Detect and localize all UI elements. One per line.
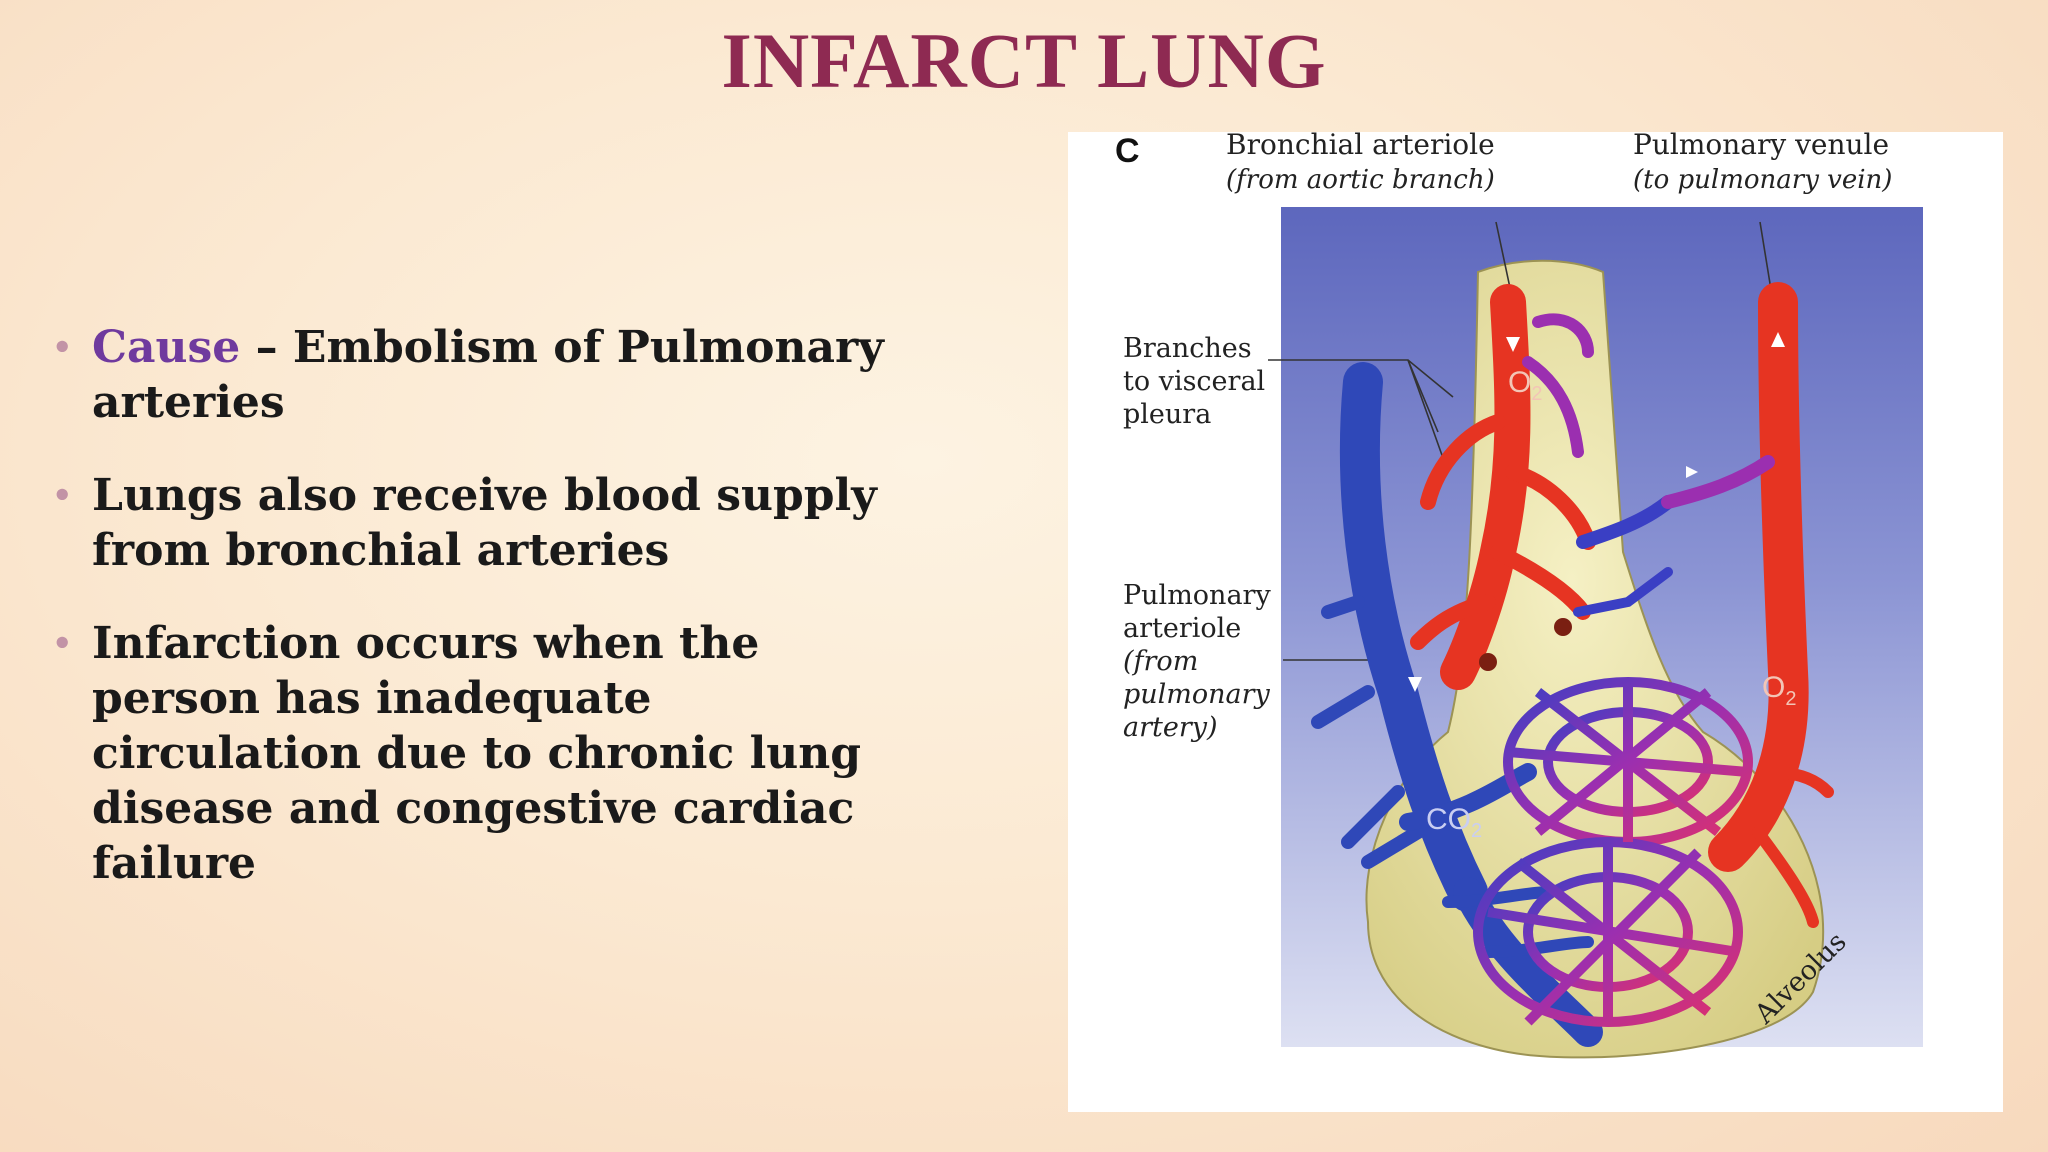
pulmonary-venule-label: Pulmonary venule [1633,132,1889,161]
svg-text:Branches: Branches [1123,333,1252,364]
bullet-list: • Cause – Embolism of Pulmonary arteries… [50,320,900,929]
svg-text:O2: O2 [1508,366,1542,405]
bullet-marker: • [52,328,73,366]
flow-arrows [1408,332,1785,692]
svg-text:CO2: CO2 [1426,803,1482,842]
bronchial-arteriole-label: Bronchial arteriole [1226,132,1495,161]
bullet-item-blood-supply: • Lungs also receive blood supply from b… [50,468,900,578]
panel-letter: C [1115,132,1140,170]
pulmonary-arteriole-vessel [1311,362,1603,1047]
svg-text:artery): artery) [1123,712,1218,743]
arrow-up-icon [1771,332,1785,347]
slide-title: INFARCT LUNG [721,17,1327,104]
bullet-text: Infarction occurs when the person has in… [92,618,862,889]
bullet-highlight: Cause [92,322,241,373]
arrow-right-icon [1686,466,1698,478]
bullet-marker: • [52,624,73,662]
bullet-text: – Embolism of Pulmonary arteries [92,322,884,428]
bullet-item-cause: • Cause – Embolism of Pulmonary arteries [50,320,900,430]
arrow-down-icon [1506,337,1520,352]
svg-text:pleura: pleura [1123,399,1211,430]
svg-text:to visceral: to visceral [1123,366,1265,397]
pulmonary-arteriole-sublabel: (from pulmonary artery) [1123,646,1271,743]
branches-label: Branches to visceral pleura [1123,333,1265,430]
lung-circulation-figure: C Bronchial arteriole (from aortic branc… [1068,132,2003,1112]
bullet-text: Lungs also receive blood supply from bro… [92,470,877,576]
svg-text:pulmonary: pulmonary [1123,679,1271,710]
pulmonary-venule-sublabel: (to pulmonary vein) [1633,165,1892,195]
lung-circulation-diagram: C Bronchial arteriole (from aortic branc… [1115,132,1923,1059]
bullet-item-infarction: • Infarction occurs when the person has … [50,616,900,891]
arrow-down-icon [1408,677,1422,692]
bronchial-arteriole-sublabel: (from aortic branch) [1226,165,1495,195]
svg-text:arteriole: arteriole [1123,613,1241,644]
co2-label: CO2 [1426,803,1482,842]
pulmonary-arteriole-label: Pulmonary arteriole [1123,580,1271,644]
bronchial-arteriole-vessel [1410,284,1675,690]
bullet-marker: • [52,476,73,514]
capillary-network [1473,677,1753,1027]
svg-text:Pulmonary: Pulmonary [1123,580,1271,611]
pulmonary-venule-vessel [1661,282,1834,928]
o2-label-bronchial: O2 [1508,366,1542,405]
o2-label-venule: O2 [1762,671,1796,710]
svg-text:(from: (from [1123,646,1198,677]
svg-text:O2: O2 [1762,671,1796,710]
